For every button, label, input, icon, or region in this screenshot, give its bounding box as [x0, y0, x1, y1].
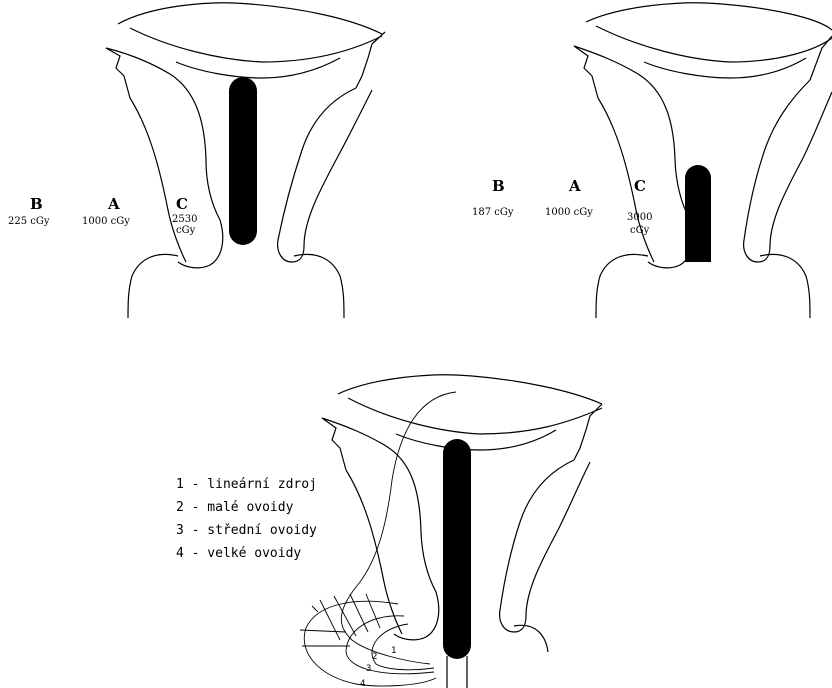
- point-C-dose-value: 2530: [172, 214, 197, 225]
- point-C-dose-value: 3000: [627, 212, 652, 223]
- panel-left-linear-source: B 225 cGy A 1000 cGy C 2530 cGy: [8, 3, 385, 318]
- point-C-dose-unit: cGy: [630, 225, 650, 236]
- legend-item-small-ovoids: 2 - malé ovoidy: [176, 500, 294, 515]
- legend-item-large-ovoids: 4 - velké ovoidy: [176, 546, 301, 561]
- isodose-curve-small: [372, 624, 434, 670]
- point-A-dose: 1000 cGy: [545, 207, 593, 218]
- point-B-letter: B: [30, 195, 43, 213]
- isodose-curves: [300, 392, 456, 686]
- point-C-letter: C: [634, 177, 646, 195]
- point-B-dose: 225 cGy: [8, 216, 50, 227]
- legend-item-medium-ovoids: 3 - střední ovoidy: [176, 523, 317, 538]
- curve-number-1: 1: [391, 646, 396, 656]
- isodose-curve-linear: [341, 392, 456, 664]
- panel-right-ovoids: B 187 cGy A 1000 cGy C 3000 cGy: [472, 3, 832, 318]
- point-B-letter: B: [492, 177, 505, 195]
- legend-item-linear: 1 - lineární zdroj: [176, 477, 317, 492]
- curve-number-2: 2: [372, 652, 377, 662]
- curve-number-3: 3: [366, 664, 371, 674]
- linear-source-applicator: [229, 77, 257, 245]
- point-A-letter: A: [568, 177, 581, 195]
- legend: 1 - lineární zdroj 2 - malé ovoidy 3 - s…: [176, 477, 317, 561]
- point-A-dose: 1000 cGy: [82, 216, 130, 227]
- panel-bottom-isodose-comparison: 1 2 3 4 1 - lineární zdroj 2 - malé ovoi…: [176, 375, 602, 688]
- point-A-letter: A: [107, 195, 120, 213]
- point-C-dose-unit: cGy: [176, 225, 196, 236]
- point-C-letter: C: [176, 195, 188, 213]
- uterus-outline: [574, 3, 832, 318]
- linear-source-applicator: [443, 439, 471, 659]
- point-B-dose: 187 cGy: [472, 207, 514, 218]
- applicator-stem: [447, 656, 467, 688]
- ovoid-applicator: [685, 165, 711, 262]
- curve-number-4: 4: [360, 679, 365, 688]
